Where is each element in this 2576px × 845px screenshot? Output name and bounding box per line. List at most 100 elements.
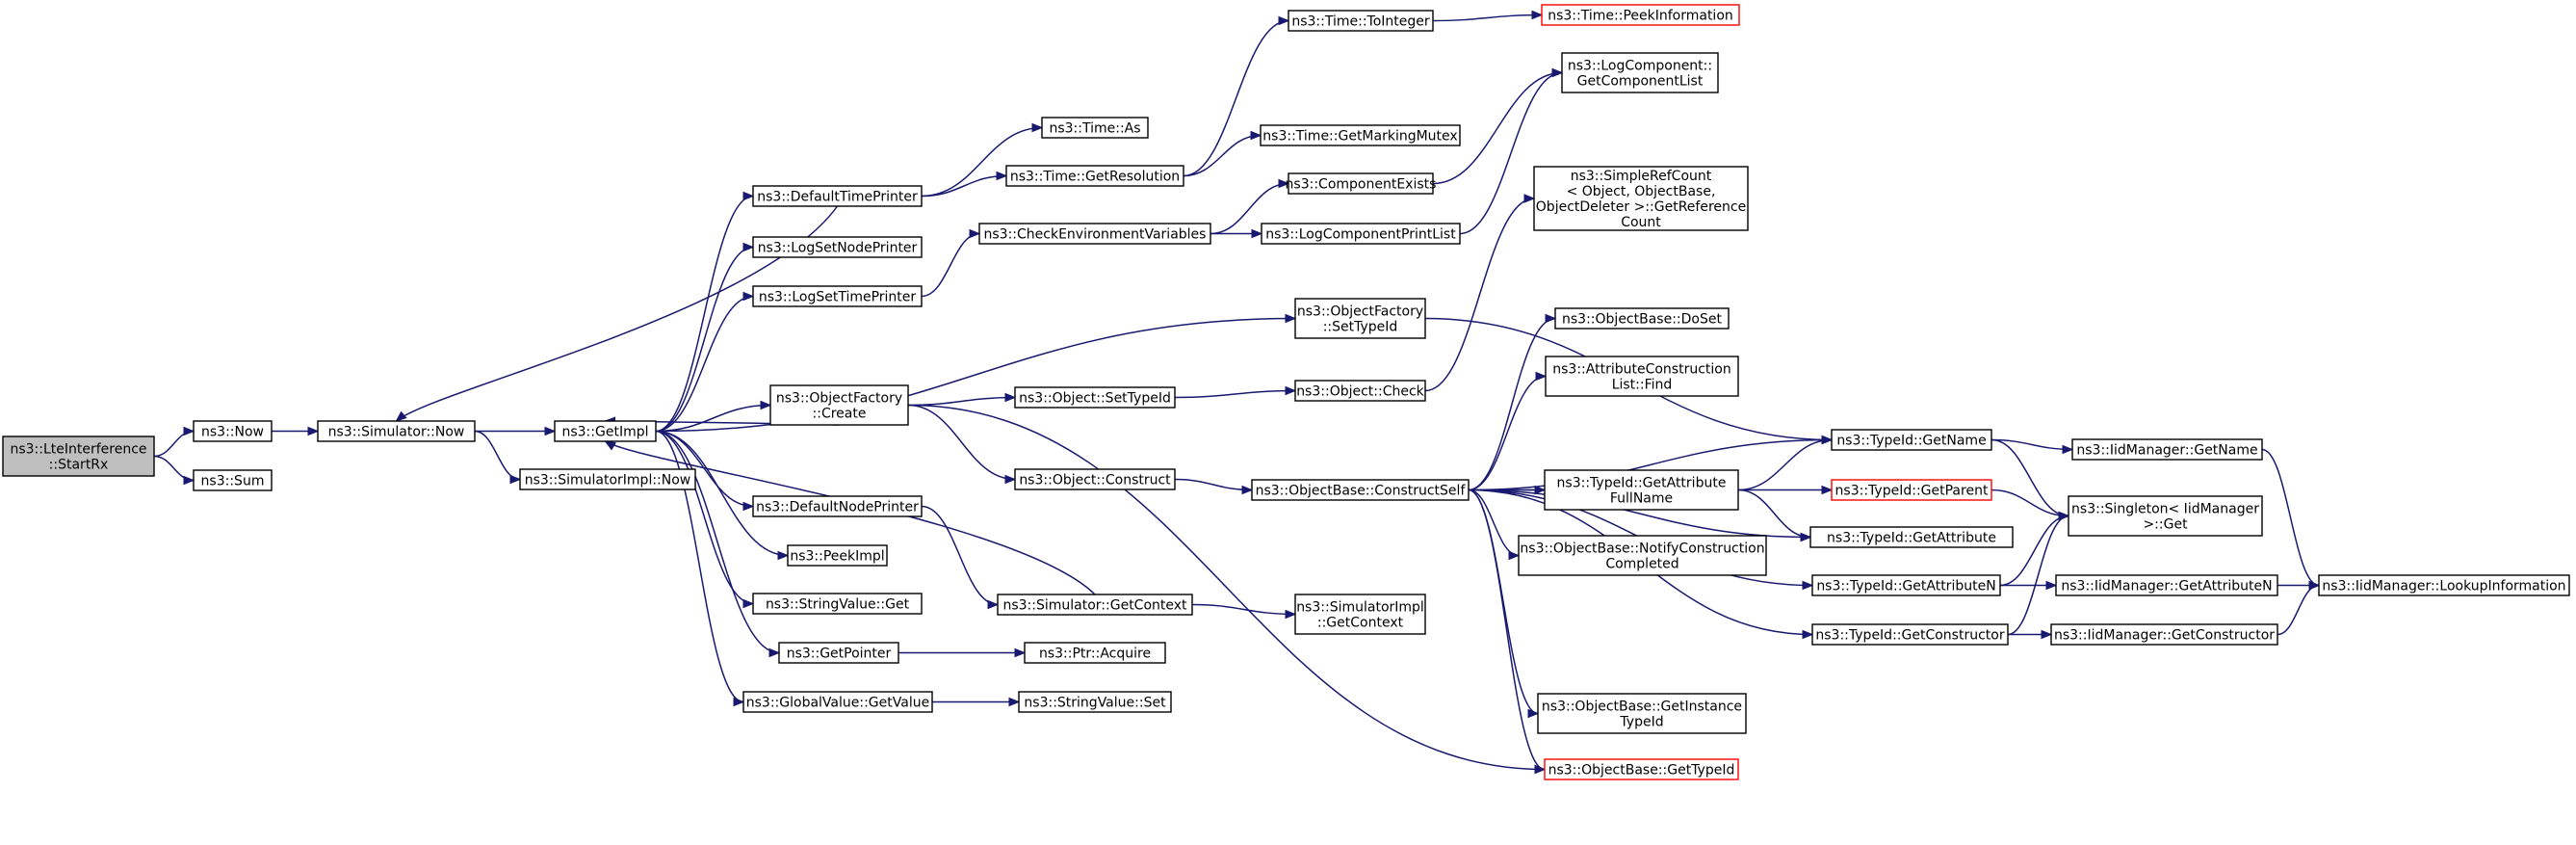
edge-arrowhead [183,475,195,486]
node-label: ns3::ComponentExists [1286,177,1437,193]
node-label: ns3::TypeId::GetConstructor [1815,628,2004,644]
node-box [1014,468,1176,490]
node-label: ns3::SimulatorImpl::Now [525,473,691,489]
node-label: ns3::ObjectBase::DoSet [1562,312,1722,328]
edge-arrowhead [768,647,781,658]
graph-node-n47[interactable]: ns3::IidManager::GetAttributeN [2055,574,2278,596]
graph-node-n46[interactable]: ns3::Singleton< IidManager >::Get [2068,495,2263,537]
graph-node-n0[interactable]: ns3::LteInterference::StartRx [2,436,155,477]
graph-node-n29[interactable]: ns3::ObjectBase::ConstructSelf [1251,479,1470,501]
graph-node-n15[interactable]: ns3::Time::As [1041,117,1149,139]
graph-node-n34[interactable]: ns3::ObjectBase::DoSet [1554,307,1730,330]
graph-node-n10[interactable]: ns3::DefaultNodePrinter [752,495,923,517]
node-label: ns3::Singleton< IidManager [2071,502,2259,517]
node-label: ns3::LogComponent:: [1568,59,1712,74]
graph-node-n7[interactable]: ns3::LogSetNodePrinter [752,236,923,258]
graph-edge-n29-n34 [1468,317,1556,491]
node-label: ns3::Sum [201,474,265,489]
edge-arrowhead [1534,485,1547,495]
edge-arrowhead [1821,435,1834,445]
graph-node-n31[interactable]: ns3::Time::PeekInformation [1541,4,1740,26]
graph-node-n12[interactable]: ns3::StringValue::Get [752,593,923,615]
graph-node-n14[interactable]: ns3::GlobalValue::GetValue [742,691,933,713]
graph-edge-n36-n42 [1737,489,1811,539]
node-box [742,691,933,713]
edge-arrowhead [1004,392,1017,403]
node-box [1288,10,1434,32]
node-box [1809,526,2014,548]
graph-edge-n44-n46 [2007,515,2069,636]
graph-edge-n40-n46 [1991,438,2069,517]
node-label: ns3::AttributeConstruction [1552,362,1730,378]
node-box [1005,165,1184,187]
node-box [1018,691,1172,713]
graph-node-n23[interactable]: ns3::Time::ToInteger [1288,10,1434,32]
graph-node-n8[interactable]: ns3::LogSetTimePrinter [752,285,923,307]
graph-node-n48[interactable]: ns3::IidManager::GetConstructor [2050,623,2278,646]
graph-node-n5[interactable]: ns3::SimulatorImpl::Now [519,468,696,490]
graph-edge-n6-n15 [921,126,1043,198]
node-box [519,468,696,490]
node-label: ns3::GetPointer [787,647,892,662]
graph-node-n22[interactable]: ns3::StringValue::Set [1018,691,1172,713]
graph-node-n49[interactable]: ns3::IidManager::LookupInformation [2318,574,2570,596]
graph-node-n6[interactable]: ns3::DefaultTimePrinter [752,185,923,207]
graph-node-n27[interactable]: ns3::ObjectFactory::SetTypeId [1294,298,1426,339]
node-label: ns3::LteInterference [10,442,146,458]
edge-arrowhead [1278,178,1290,189]
graph-node-n26[interactable]: ns3::LogComponentPrintList [1261,223,1461,245]
node-label: ns3::Now [201,425,264,440]
node-label: ns3::GlobalValue::GetValue [746,696,929,711]
graph-node-n40[interactable]: ns3::TypeId::GetName [1831,429,1992,451]
graph-node-n28[interactable]: ns3::Object::Check [1294,380,1426,402]
graph-node-n18[interactable]: ns3::Object::SetTypeId [1014,386,1176,409]
graph-node-n13[interactable]: ns3::GetPointer [778,642,899,664]
graph-node-n45[interactable]: ns3::IidManager::GetName [2071,438,2263,461]
node-label: ::GetContext [1317,616,1404,631]
graph-node-n19[interactable]: ns3::Object::Construct [1014,468,1176,490]
graph-node-n3[interactable]: ns3::Simulator::Now [317,420,476,442]
graph-node-n43[interactable]: ns3::TypeId::GetAttributeN [1811,574,2001,596]
graph-node-n20[interactable]: ns3::Simulator::GetContext [997,594,1193,616]
node-label: ns3::Simulator::Now [328,425,465,440]
graph-node-n21[interactable]: ns3::Ptr::Acquire [1024,642,1166,664]
graph-node-n44[interactable]: ns3::TypeId::GetConstructor [1811,623,2009,646]
node-box [1533,166,1749,231]
graph-node-n42[interactable]: ns3::TypeId::GetAttribute [1809,526,2014,548]
edge-arrowhead [1278,15,1290,26]
graph-edge-n40-n45 [1991,438,2073,451]
graph-node-n16[interactable]: ns3::Time::GetResolution [1005,165,1184,187]
graph-node-n39[interactable]: ns3::ObjectBase::GetTypeId [1544,758,1739,780]
edge-arrowhead [760,400,772,410]
graph-node-n30[interactable]: ns3::SimulatorImpl::GetContext [1294,594,1426,635]
graph-node-n11[interactable]: ns3::PeekImpl [787,544,888,567]
edge-arrowhead [1031,122,1044,133]
graph-node-n32[interactable]: ns3::LogComponent::GetComponentList [1561,52,1719,93]
graph-node-n41[interactable]: ns3::TypeId::GetParent [1831,479,1992,501]
graph-node-n33[interactable]: ns3::SimpleRefCount< Object, ObjectBase,… [1533,166,1749,231]
edge-arrowhead [742,242,755,252]
node-label: ns3::LogComponentPrintList [1265,227,1456,243]
graph-node-n2[interactable]: ns3::Sum [193,469,273,491]
graph-node-n25[interactable]: ns3::ComponentExists [1286,172,1437,195]
graph-edge-n4-n6 [655,195,754,433]
graph-node-n24[interactable]: ns3::Time::GetMarkingMutex [1260,124,1461,146]
graph-node-n37[interactable]: ns3::ObjectBase::NotifyConstructionCompl… [1518,535,1767,576]
graph-node-n4[interactable]: ns3::GetImpl [554,420,657,442]
edge-arrowhead [2041,629,2053,640]
node-label: ns3::PeekImpl [790,549,884,565]
node-label: ns3::ObjectBase::NotifyConstruction [1520,541,1764,557]
graph-node-n1[interactable]: ns3::Now [193,420,273,442]
graph-node-n9[interactable]: ns3::ObjectFactory::Create [769,384,909,426]
graph-edge-n8-n17 [921,232,980,298]
node-label: ObjectDeleter >::GetReference [1536,199,1746,215]
graph-node-n17[interactable]: ns3::CheckEnvironmentVariables [978,223,1211,245]
graph-edge-n6-n16 [921,174,1007,198]
node-label: ns3::Time::GetResolution [1010,170,1180,185]
node-box [752,285,923,307]
